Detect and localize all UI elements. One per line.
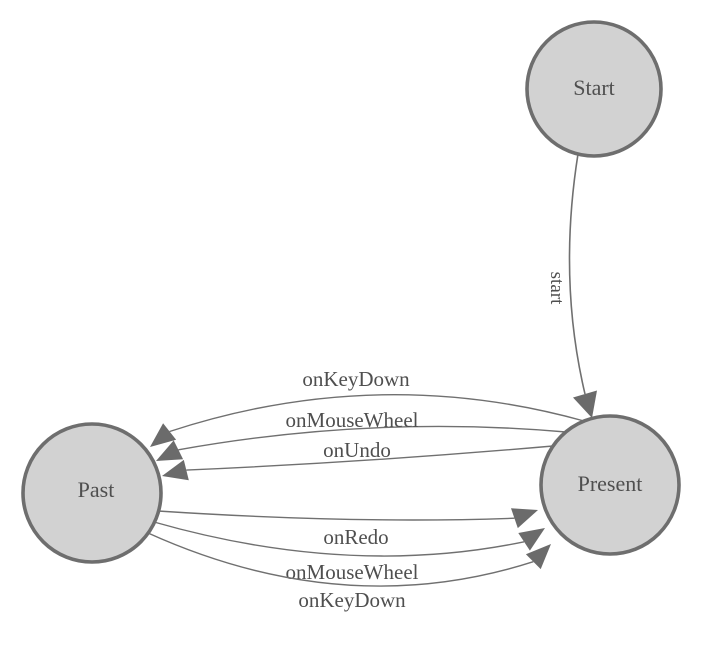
arrowhead-icon xyxy=(518,528,545,551)
edge-curve xyxy=(178,425,567,451)
edge-curve xyxy=(147,532,534,587)
edge-past-to-present-onkeydown: onKeyDown xyxy=(147,532,551,612)
edge-curve xyxy=(568,153,586,395)
edge-label-onredo: onRedo xyxy=(323,525,388,549)
edge-past-to-present-onmousewheel: onMouseWheel xyxy=(153,521,545,584)
arrowhead-icon xyxy=(162,459,189,481)
node-label-past: Past xyxy=(78,477,115,502)
node-label-start: Start xyxy=(573,75,615,100)
state-node-past[interactable]: Past xyxy=(21,422,163,564)
edge-start-to-present: start xyxy=(546,153,597,418)
arrowhead-icon xyxy=(573,390,597,418)
edge-label-start: start xyxy=(546,272,567,305)
edge-label-onmousewheel-2: onMouseWheel xyxy=(286,560,419,584)
edge-present-to-past-onmousewheel: onMouseWheel xyxy=(156,408,567,461)
arrowhead-icon xyxy=(150,423,177,447)
edge-curve xyxy=(153,521,525,557)
edge-present-to-past-onkeydown: onKeyDown xyxy=(150,367,585,447)
edge-curve xyxy=(186,445,554,471)
edge-label-onkeydown-2: onKeyDown xyxy=(298,588,406,612)
edge-past-to-present-onredo: onRedo xyxy=(157,508,538,549)
edge-curve xyxy=(157,510,515,521)
edge-present-to-past-onundo: onUndo xyxy=(162,438,554,481)
arrowhead-icon xyxy=(156,440,184,461)
arrowhead-icon xyxy=(511,508,538,529)
node-label-present: Present xyxy=(578,471,643,496)
state-node-present[interactable]: Present xyxy=(539,414,681,556)
edge-label-onmousewheel: onMouseWheel xyxy=(286,408,419,432)
state-circle-past[interactable] xyxy=(21,422,163,564)
state-node-start[interactable]: Start xyxy=(525,20,663,158)
state-circle-start[interactable] xyxy=(525,20,663,158)
edge-label-onundo: onUndo xyxy=(323,438,391,462)
arrowhead-icon xyxy=(525,544,551,570)
edge-label-onkeydown: onKeyDown xyxy=(302,367,410,391)
state-circle-present[interactable] xyxy=(539,414,681,556)
edge-curve xyxy=(169,393,585,433)
